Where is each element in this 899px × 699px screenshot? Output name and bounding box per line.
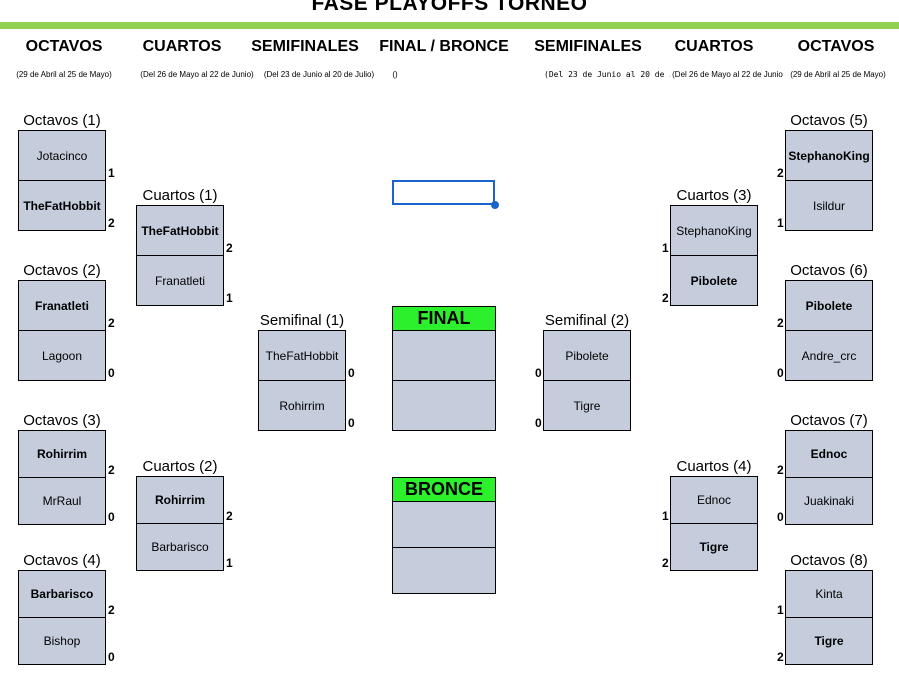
match-label: Octavos (7) bbox=[790, 412, 868, 429]
match-label: Octavos (4) bbox=[23, 552, 101, 569]
player-bottom-cell[interactable]: Franatleti bbox=[136, 255, 224, 306]
selected-cell[interactable] bbox=[392, 180, 495, 205]
col-header-semifinales-left: SEMIFINALES bbox=[251, 38, 359, 55]
score-bottom: 0 bbox=[108, 510, 115, 524]
player-bottom-cell[interactable]: Tigre bbox=[670, 523, 758, 571]
match-label: Semifinal (2) bbox=[544, 312, 630, 329]
score-bottom: 2 bbox=[108, 216, 115, 230]
date-range-final: () bbox=[392, 70, 398, 79]
player-top-cell[interactable]: Rohirrim bbox=[136, 476, 224, 524]
player-top-cell[interactable]: StephanoKing bbox=[670, 205, 758, 256]
bronze-header: BRONCE bbox=[392, 477, 496, 502]
player-top-cell[interactable]: Rohirrim bbox=[18, 430, 106, 478]
match-label: Semifinal (1) bbox=[259, 312, 345, 329]
page-title: FASE PLAYOFFS TORNEO bbox=[311, 0, 588, 15]
score-top: 1 bbox=[108, 166, 115, 180]
bronze-slot-bottom[interactable] bbox=[392, 547, 496, 594]
player-top-cell[interactable]: StephanoKing bbox=[785, 130, 873, 181]
score-bottom: 1 bbox=[226, 556, 233, 570]
score-top: 0 bbox=[348, 366, 355, 380]
player-bottom-cell[interactable]: Isildur bbox=[785, 180, 873, 231]
score-bottom: 2 bbox=[777, 650, 784, 664]
match-label: Octavos (8) bbox=[790, 552, 868, 569]
score-top: 0 bbox=[535, 366, 542, 380]
score-top: 2 bbox=[777, 316, 784, 330]
player-bottom-cell[interactable]: MrRaul bbox=[18, 477, 106, 525]
score-bottom: 1 bbox=[226, 291, 233, 305]
score-top: 1 bbox=[777, 603, 784, 617]
score-top: 2 bbox=[777, 166, 784, 180]
score-top: 1 bbox=[662, 509, 669, 523]
score-top: 2 bbox=[777, 463, 784, 477]
col-header-octavos-left: OCTAVOS bbox=[25, 38, 103, 55]
player-top-cell[interactable]: Pibolete bbox=[785, 280, 873, 331]
score-bottom: 0 bbox=[535, 416, 542, 430]
player-top-cell[interactable]: Ednoc bbox=[785, 430, 873, 478]
date-range-cuartos-left: (Del 26 de Mayo al 22 de Junio) bbox=[140, 70, 254, 79]
player-top-cell[interactable]: Pibolete bbox=[543, 330, 631, 381]
score-top: 2 bbox=[226, 241, 233, 255]
score-bottom: 0 bbox=[108, 650, 115, 664]
player-bottom-cell[interactable]: Tigre bbox=[785, 617, 873, 665]
col-header-semifinales-right: SEMIFINALES bbox=[534, 38, 642, 55]
match-label: Octavos (1) bbox=[23, 112, 101, 129]
date-range-cuartos-right: (Del 26 de Mayo al 22 de Junio bbox=[672, 70, 783, 79]
score-bottom: 0 bbox=[777, 366, 784, 380]
score-top: 2 bbox=[108, 316, 115, 330]
player-top-cell[interactable]: Jotacinco bbox=[18, 130, 106, 181]
score-bottom: 2 bbox=[662, 291, 669, 305]
date-range-semifinales-right: (Del 23 de Junio al 20 de Jul bbox=[544, 70, 670, 79]
player-bottom-cell[interactable]: Tigre bbox=[543, 380, 631, 431]
match-label: Octavos (5) bbox=[790, 112, 868, 129]
player-bottom-cell[interactable]: Bishop bbox=[18, 617, 106, 665]
col-header-cuartos-left: CUARTOS bbox=[142, 38, 222, 55]
player-top-cell[interactable]: Kinta bbox=[785, 570, 873, 618]
player-top-cell[interactable]: Ednoc bbox=[670, 476, 758, 524]
date-range-octavos-left: (29 de Abril al 25 de Mayo) bbox=[16, 70, 112, 79]
col-header-octavos-right: OCTAVOS bbox=[797, 38, 875, 55]
player-top-cell[interactable]: TheFatHobbit bbox=[258, 330, 346, 381]
score-top: 2 bbox=[226, 509, 233, 523]
player-bottom-cell[interactable]: Lagoon bbox=[18, 330, 106, 381]
final-slot-bottom[interactable] bbox=[392, 380, 496, 431]
final-slot-top[interactable] bbox=[392, 330, 496, 381]
player-bottom-cell[interactable]: Barbarisco bbox=[136, 523, 224, 571]
date-range-octavos-right: (29 de Abril al 25 de Mayo) bbox=[790, 70, 886, 79]
score-top: 1 bbox=[662, 241, 669, 255]
player-bottom-cell[interactable]: Pibolete bbox=[670, 255, 758, 306]
score-bottom: 0 bbox=[777, 510, 784, 524]
match-label: Octavos (2) bbox=[23, 262, 101, 279]
bronze-slot-top[interactable] bbox=[392, 501, 496, 548]
match-label: Octavos (6) bbox=[790, 262, 868, 279]
col-header-final-bronce: FINAL / BRONCE bbox=[379, 38, 509, 55]
score-top: 2 bbox=[108, 463, 115, 477]
player-bottom-cell[interactable]: TheFatHobbit bbox=[18, 180, 106, 231]
match-label: Cuartos (2) bbox=[142, 458, 218, 475]
title-underline bbox=[0, 22, 899, 29]
final-header: FINAL bbox=[392, 306, 496, 331]
player-bottom-cell[interactable]: Juakinaki bbox=[785, 477, 873, 525]
player-top-cell[interactable]: Barbarisco bbox=[18, 570, 106, 618]
fill-handle[interactable] bbox=[491, 201, 499, 209]
player-bottom-cell[interactable]: Rohirrim bbox=[258, 380, 346, 431]
score-top: 2 bbox=[108, 603, 115, 617]
match-label: Cuartos (3) bbox=[676, 187, 752, 204]
match-label: Cuartos (1) bbox=[142, 187, 218, 204]
score-bottom: 1 bbox=[777, 216, 784, 230]
score-bottom: 0 bbox=[108, 366, 115, 380]
player-top-cell[interactable]: TheFatHobbit bbox=[136, 205, 224, 256]
date-range-semifinales-left: (Del 23 de Junio al 20 de Julio) bbox=[263, 70, 375, 79]
match-label: Octavos (3) bbox=[23, 412, 101, 429]
score-bottom: 0 bbox=[348, 416, 355, 430]
score-bottom: 2 bbox=[662, 556, 669, 570]
player-bottom-cell[interactable]: Andre_crc bbox=[785, 330, 873, 381]
col-header-cuartos-right: CUARTOS bbox=[674, 38, 754, 55]
match-label: Cuartos (4) bbox=[676, 458, 752, 475]
player-top-cell[interactable]: Franatleti bbox=[18, 280, 106, 331]
